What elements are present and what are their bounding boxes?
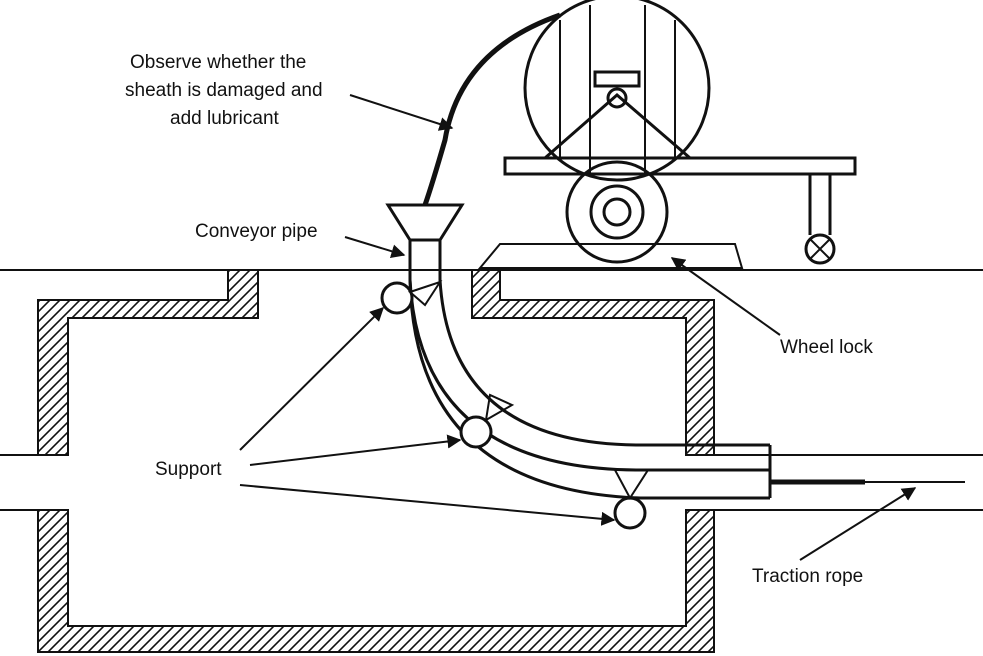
- traction-rope-label: Traction rope: [752, 566, 863, 587]
- sheath-label-line1: Observe whether the: [130, 52, 306, 73]
- trailer: [503, 156, 857, 265]
- sheath-label-line2: sheath is damaged and: [125, 80, 323, 101]
- wheel-lock: [477, 243, 744, 269]
- support-roller-1: [380, 281, 414, 315]
- wheel-lock-label: Wheel lock: [780, 337, 873, 358]
- support-roller-2: [459, 415, 493, 449]
- support-label: Support: [155, 459, 222, 480]
- leader-lines: [239, 94, 917, 561]
- cable-drum: [523, 0, 711, 182]
- conveyor-pipe-label: Conveyor pipe: [195, 221, 318, 242]
- support-roller-3: [613, 496, 647, 530]
- duct-lines: [0, 454, 983, 511]
- sheath-label-line3: add lubricant: [170, 108, 280, 129]
- manhole-walls: [37, 269, 715, 653]
